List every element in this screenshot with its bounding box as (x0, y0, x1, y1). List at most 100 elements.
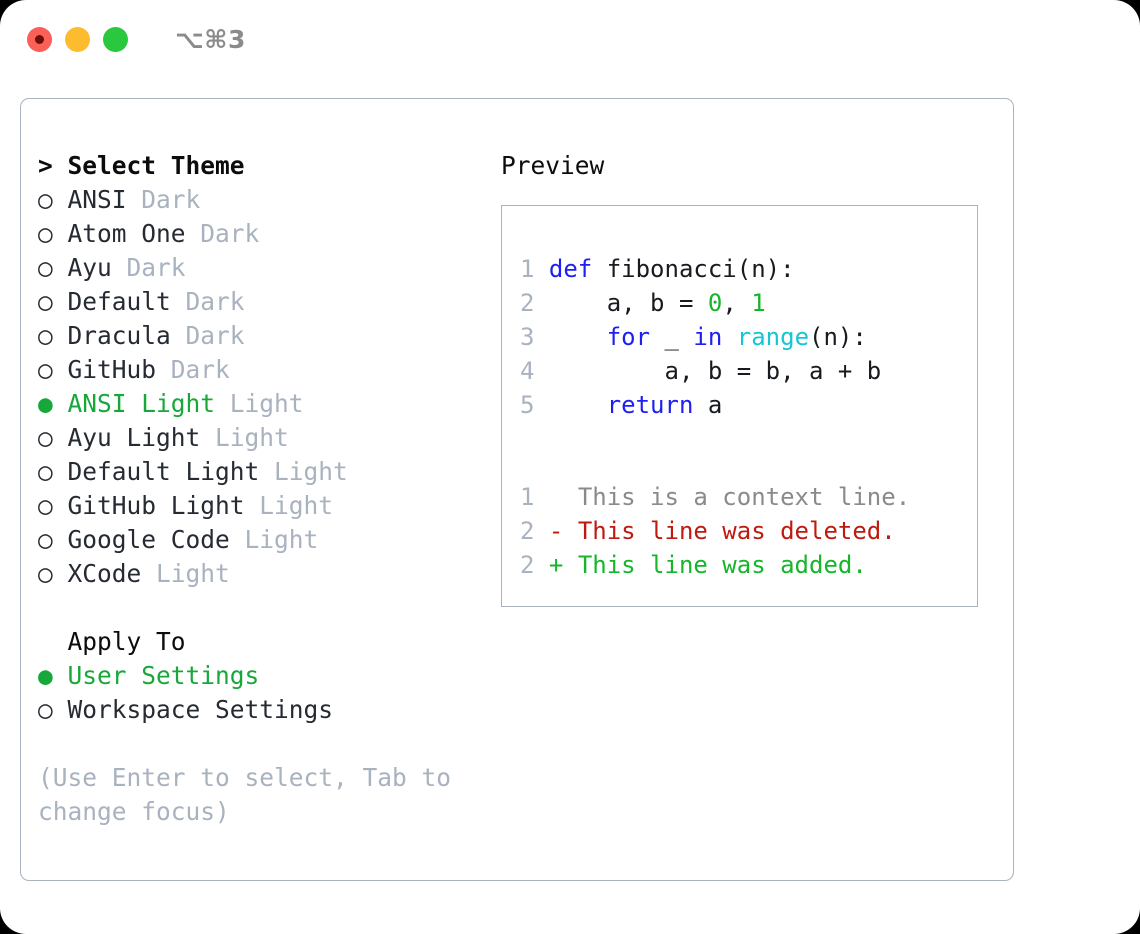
theme-kind: Dark (126, 185, 201, 214)
theme-list: ○ ANSI Dark ○ Atom One Dark ○ Ayu Dark ○… (38, 183, 488, 591)
theme-name: Default (67, 287, 171, 316)
theme-list-item-selected[interactable]: ● ANSI Light Light (38, 387, 488, 421)
theme-name: Ayu Light (67, 423, 201, 452)
theme-kind: Light (259, 457, 348, 486)
code-token: in (693, 323, 723, 351)
line-number: 1 (520, 255, 549, 283)
minimize-window-button[interactable] (65, 26, 90, 52)
theme-list-item[interactable]: ○ Default Light Light (38, 455, 488, 489)
page-title: > Select Theme (38, 149, 488, 183)
code-line: 5 return a (502, 388, 977, 422)
apply-to-option-label: User Settings (67, 661, 260, 690)
radio-icon: ○ (38, 491, 68, 520)
apply-to-heading: Apply To (38, 627, 186, 656)
diff-text: This is a context line. (577, 483, 911, 511)
close-icon (35, 34, 44, 44)
radio-icon: ○ (38, 321, 68, 350)
apply-to-options: ● User Settings ○ Workspace Settings (38, 659, 488, 727)
theme-name: XCode (67, 559, 142, 588)
radio-icon: ○ (38, 253, 68, 282)
theme-kind: Dark (156, 355, 230, 384)
radio-icon: ○ (38, 287, 68, 316)
theme-name: Ayu (67, 253, 112, 282)
code-token: , (722, 289, 752, 317)
theme-name: Default Light (67, 457, 260, 486)
page-title-label: Select Theme (67, 151, 245, 180)
theme-list-item[interactable]: ○ Google Code Light (38, 523, 488, 557)
preview-title: Preview (501, 151, 605, 180)
theme-name: Google Code (67, 525, 230, 554)
code-token: 0 (707, 289, 723, 317)
code-token: 1 (751, 289, 766, 317)
line-number: 1 (520, 483, 549, 511)
title-bar: ⌥⌘3 (0, 0, 1140, 78)
code-token: a, b = (548, 289, 708, 317)
theme-list-item[interactable]: ○ Dracula Dark (38, 319, 488, 353)
code-token: range (736, 323, 810, 351)
theme-kind: Light (141, 559, 230, 588)
preview-section-gap (502, 422, 977, 480)
theme-name: GitHub Light (67, 491, 245, 520)
theme-list-item[interactable]: ○ XCode Light (38, 557, 488, 591)
theme-kind: Dark (111, 253, 186, 282)
theme-kind: Dark (185, 219, 260, 248)
maximize-window-button[interactable] (103, 26, 128, 52)
line-number: 2 (520, 551, 549, 579)
hint-spacer (38, 727, 488, 761)
theme-list-item[interactable]: ○ Default Dark (38, 285, 488, 319)
radio-icon: ○ (38, 525, 68, 554)
theme-list-item[interactable]: ○ GitHub Dark (38, 353, 488, 387)
apply-to-option-user[interactable]: ● User Settings (38, 659, 488, 693)
code-token (549, 391, 607, 419)
theme-name: Atom One (67, 219, 186, 248)
diff-marker (549, 483, 578, 511)
diff-line-added: 2 + This line was added. (502, 548, 977, 582)
code-token: def (548, 255, 607, 283)
traffic-light-group (27, 26, 128, 52)
theme-kind: Light (244, 491, 334, 520)
diff-marker: + (548, 551, 578, 579)
theme-list-item[interactable]: ○ Ayu Dark (38, 251, 488, 285)
radio-selected-icon: ● (38, 661, 68, 690)
radio-icon: ○ (38, 219, 68, 248)
code-token (722, 323, 736, 351)
code-token: (n): (809, 323, 867, 351)
theme-name: ANSI Light (67, 389, 216, 418)
theme-list-item[interactable]: ○ Ayu Light Light (38, 421, 488, 455)
diff-marker: - (548, 517, 578, 545)
list-spacer (38, 591, 488, 625)
line-number: 2 (520, 517, 549, 545)
theme-list-item[interactable]: ○ GitHub Light Light (38, 489, 488, 523)
radio-icon: ○ (38, 559, 68, 588)
diff-line-context: 1 This is a context line. (502, 480, 977, 514)
theme-kind: Light (200, 423, 289, 452)
theme-list-item[interactable]: ○ ANSI Dark (38, 183, 488, 217)
code-line: 2 a, b = 0, 1 (502, 286, 977, 320)
apply-to-option-label: Workspace Settings (67, 695, 334, 724)
theme-kind: Dark (170, 321, 245, 350)
main-panel: > Select Theme ○ ANSI Dark ○ Atom One Da… (20, 98, 1014, 881)
diff-line-deleted: 2 - This line was deleted. (502, 514, 977, 548)
theme-kind: Light (229, 525, 319, 554)
diff-text: This line was deleted. (577, 517, 896, 545)
line-number: 4 (520, 357, 549, 385)
code-token: fibonacci(n): (606, 255, 795, 283)
code-line: 4 a, b = b, a + b (502, 354, 977, 388)
radio-icon: ○ (38, 185, 68, 214)
apply-to-option-workspace[interactable]: ○ Workspace Settings (38, 693, 488, 727)
theme-name: ANSI (67, 185, 127, 214)
code-token (549, 323, 607, 351)
close-window-button[interactable] (27, 26, 52, 52)
preview-diff-block: 1 This is a context line. 2 - This line … (502, 480, 977, 582)
prompt-caret-icon: > (38, 151, 68, 180)
radio-icon: ○ (38, 457, 68, 486)
preview-code-block: 1 def fibonacci(n): 2 a, b = 0, 1 3 for … (502, 252, 977, 422)
radio-icon: ○ (38, 423, 68, 452)
theme-list-item[interactable]: ○ Atom One Dark (38, 217, 488, 251)
theme-name: GitHub (67, 355, 157, 384)
code-token: _ (650, 323, 694, 351)
preview-pane: 1 def fibonacci(n): 2 a, b = 0, 1 3 for … (501, 205, 978, 607)
diff-text: This line was added. (577, 551, 867, 579)
radio-icon: ○ (38, 355, 68, 384)
